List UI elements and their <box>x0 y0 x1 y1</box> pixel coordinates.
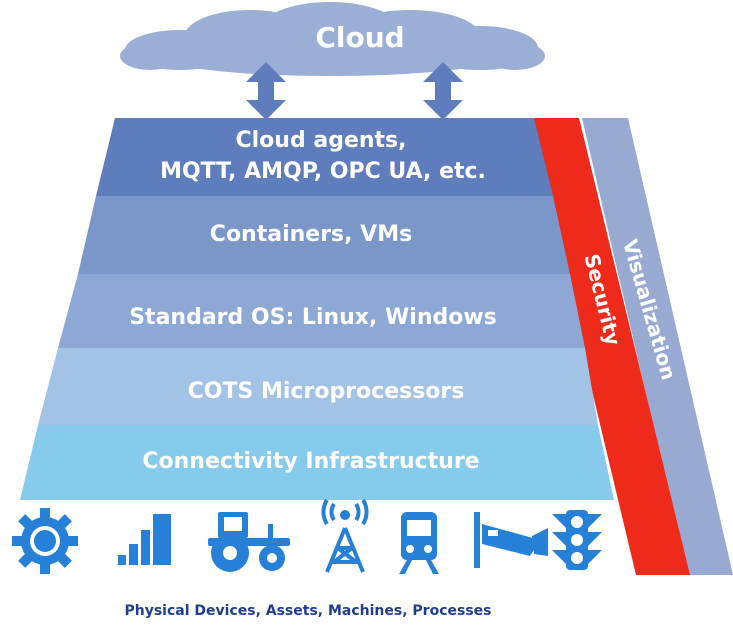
layer-standard-os <box>58 274 585 348</box>
layer-standard-os-label: Standard OS: Linux, Windows <box>129 305 497 330</box>
double-arrow-right-icon <box>423 62 463 120</box>
cloud-shape <box>120 2 545 76</box>
radio-tower-icon <box>321 498 369 573</box>
tractor-icon <box>208 512 290 572</box>
layer-cloud-agents-line1: Cloud agents, <box>235 128 406 153</box>
layer-cloud-agents <box>96 118 553 196</box>
visualization-bar <box>582 118 733 575</box>
train-icon <box>399 512 439 574</box>
traffic-light-icon <box>552 510 602 570</box>
layer-cots <box>38 348 598 425</box>
cloud-label: Cloud <box>315 21 404 54</box>
security-bar <box>527 118 690 575</box>
layer-connectivity-label: Connectivity Infrastructure <box>142 449 479 474</box>
layer-containers-label: Containers, VMs <box>210 222 412 247</box>
layer-connectivity <box>20 425 614 500</box>
double-arrow-left-icon <box>246 62 286 120</box>
devices-caption: Physical Devices, Assets, Machines, Proc… <box>125 603 492 619</box>
gear-icon <box>12 508 78 574</box>
layer-cots-label: COTS Microprocessors <box>188 379 465 404</box>
layer-cloud-agents-line2: MQTT, AMQP, OPC UA, etc. <box>160 159 486 184</box>
signal-bars-icon <box>118 514 171 565</box>
security-camera-icon <box>474 512 548 568</box>
layer-containers <box>78 196 570 274</box>
